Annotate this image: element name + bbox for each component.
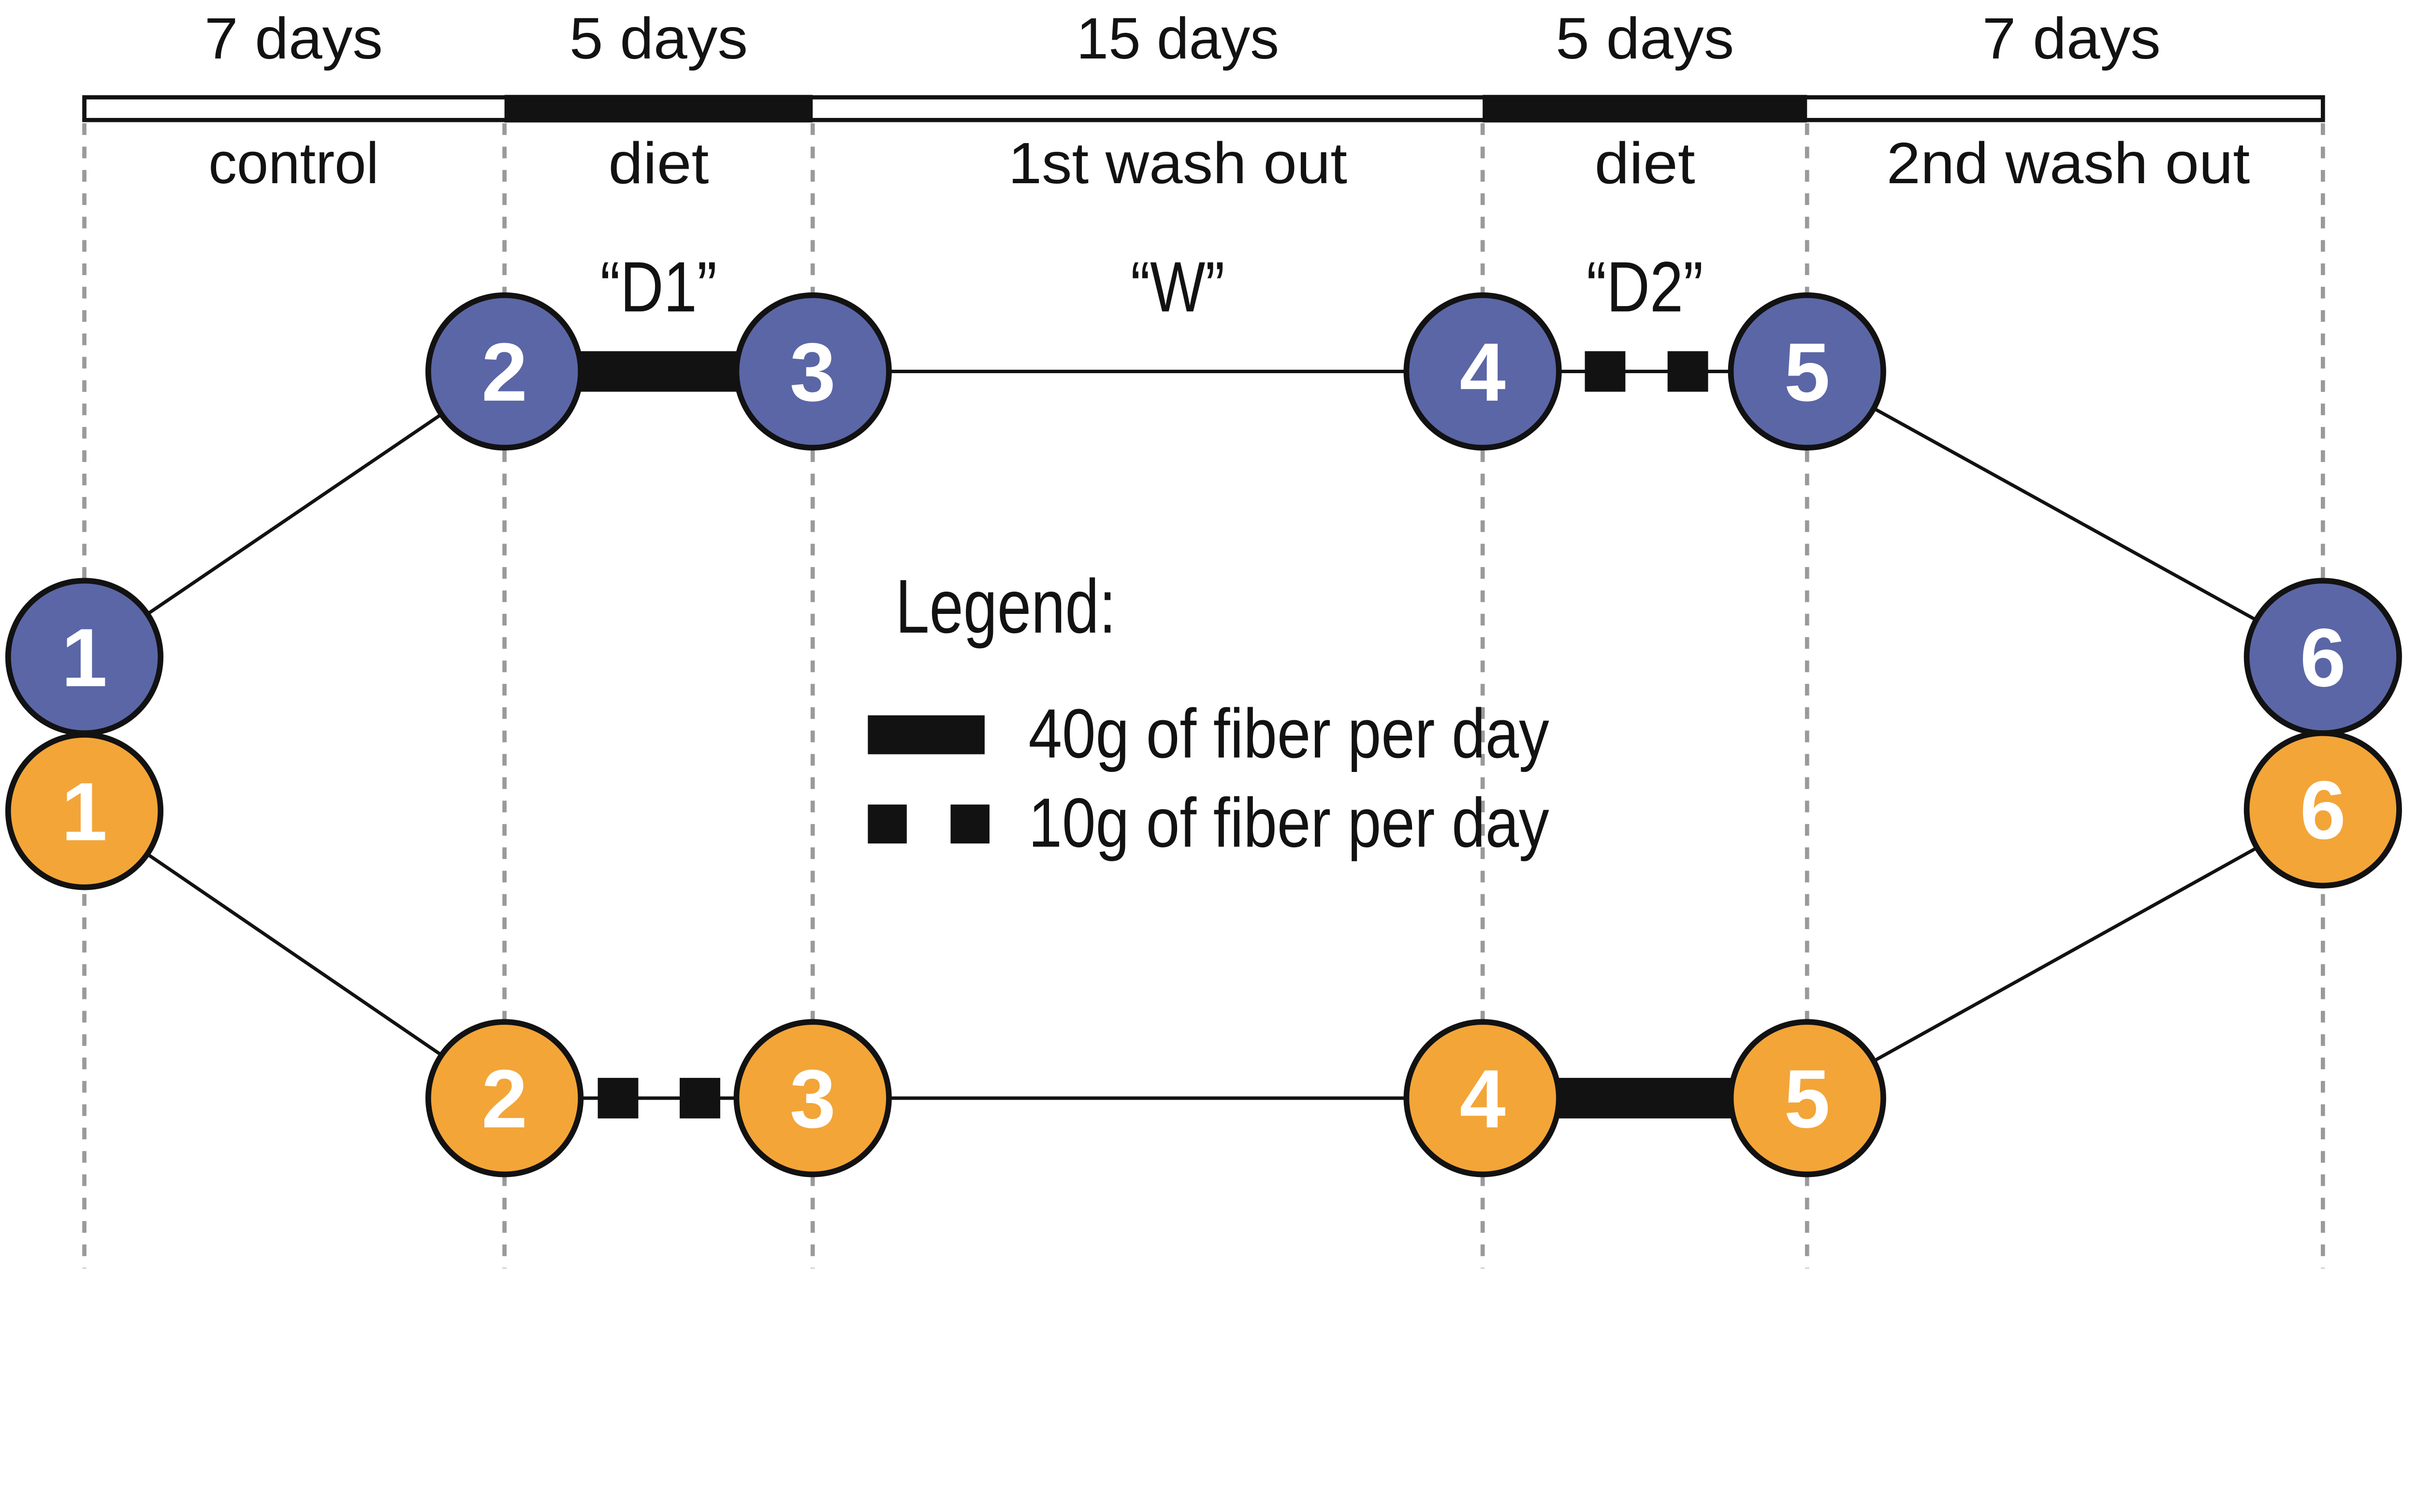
node-top-4-circle xyxy=(1403,292,1562,451)
legend: Legend: 40g of fiber per day 10g of fibe… xyxy=(868,564,1549,862)
duration-labels: 7 days 5 days 15 days 5 days 7 days xyxy=(204,6,2161,71)
legend-40g-label: 40g of fiber per day xyxy=(1029,694,1549,772)
legend-10g-swatch-icon-2 xyxy=(950,804,990,843)
node-top-1-number: 1 xyxy=(61,611,107,704)
duration-label-washout2: 7 days xyxy=(1982,6,2161,71)
node-bottom-5-number: 5 xyxy=(1784,1053,1830,1145)
node-top-4-number: 4 xyxy=(1460,326,1506,419)
timeline-bar xyxy=(82,95,2325,123)
node-top-6-number: 6 xyxy=(2300,611,2346,704)
study-design-figure: 7 days 5 days 15 days 5 days 7 days cont… xyxy=(5,5,2402,1269)
node-bottom-3-circle xyxy=(733,1019,892,1178)
node-bottom-5: 5 xyxy=(1728,1019,1886,1178)
node-bottom-6-circle xyxy=(2243,730,2402,889)
phase-label-washout2: 2nd wash out xyxy=(1887,131,2250,196)
legend-40g-swatch-icon xyxy=(868,715,985,755)
node-bottom-2-circle xyxy=(425,1019,584,1178)
node-top-5-number: 5 xyxy=(1784,326,1830,419)
bottom-arm-nodes: 1 2 3 4 5 6 xyxy=(5,730,2402,1178)
duration-label-control: 7 days xyxy=(204,6,383,71)
node-top-6: 6 xyxy=(2243,578,2402,736)
node-bottom-1-circle xyxy=(5,732,164,890)
phase-label-washout1: 1st wash out xyxy=(1008,131,1347,196)
bottom-connector-5-6 xyxy=(1806,809,2324,1100)
diet-period-1-fill xyxy=(504,95,813,123)
node-top-2-number: 2 xyxy=(481,326,527,419)
node-top-2: 2 xyxy=(425,292,584,451)
duration-label-washout1: 15 days xyxy=(1077,6,1279,71)
node-top-3-circle xyxy=(733,292,892,451)
node-bottom-1: 1 xyxy=(5,732,164,890)
timeline-bar-frame xyxy=(82,95,2325,122)
phase-label-diet1: diet xyxy=(608,131,709,196)
phase-code-d2: “D2” xyxy=(1587,247,1704,327)
bottom-40g-bar xyxy=(1558,1077,1731,1119)
bottom-10g-square-2 xyxy=(680,1077,720,1119)
node-bottom-3-number: 3 xyxy=(790,1053,836,1145)
phase-label-control: control xyxy=(208,131,379,196)
node-bottom-2: 2 xyxy=(425,1019,584,1178)
top-connector-1-2 xyxy=(83,370,506,658)
node-bottom-5-circle xyxy=(1728,1019,1886,1178)
phase-code-w: “W” xyxy=(1131,247,1225,327)
node-top-2-circle xyxy=(425,292,584,451)
node-bottom-4-number: 4 xyxy=(1460,1053,1506,1145)
node-top-5-circle xyxy=(1728,292,1886,451)
bottom-10g-square-1 xyxy=(597,1077,639,1119)
phase-labels: control diet 1st wash out diet 2nd wash … xyxy=(208,131,2250,196)
top-10g-square-2 xyxy=(1667,351,1708,392)
node-bottom-4-circle xyxy=(1403,1019,1562,1178)
node-top-3-number: 3 xyxy=(790,326,836,419)
top-arm-connectors xyxy=(83,369,2324,659)
phase-code-d1: “D1” xyxy=(600,247,717,327)
node-bottom-4: 4 xyxy=(1403,1019,1562,1178)
node-bottom-2-number: 2 xyxy=(481,1053,527,1145)
node-bottom-1-number: 1 xyxy=(61,766,107,858)
node-top-3: 3 xyxy=(733,292,892,451)
node-top-4: 4 xyxy=(1403,292,1562,451)
bottom-connector-1-2 xyxy=(83,809,506,1100)
node-top-1: 1 xyxy=(5,578,164,736)
node-bottom-6: 6 xyxy=(2243,730,2402,889)
legend-10g-swatch-icon-1 xyxy=(868,804,907,843)
node-bottom-3: 3 xyxy=(733,1019,892,1178)
duration-label-diet1: 5 days xyxy=(569,6,748,71)
phase-label-diet2: diet xyxy=(1595,131,1695,196)
diet-period-2-fill xyxy=(1483,95,1807,123)
node-bottom-6-number: 6 xyxy=(2300,764,2346,857)
legend-10g-label: 10g of fiber per day xyxy=(1029,784,1549,862)
duration-label-diet2: 5 days xyxy=(1556,6,1734,71)
node-top-5: 5 xyxy=(1728,292,1886,451)
top-arm-nodes: 1 2 3 4 5 6 xyxy=(5,292,2402,736)
top-connector-5-6 xyxy=(1806,370,2324,659)
fiber-intervention-marks xyxy=(581,351,1731,1119)
legend-title: Legend: xyxy=(895,564,1116,649)
top-40g-bar xyxy=(581,351,737,392)
top-10g-square-1 xyxy=(1585,351,1626,392)
phase-code-labels: “D1” “W” “D2” xyxy=(600,247,1704,327)
